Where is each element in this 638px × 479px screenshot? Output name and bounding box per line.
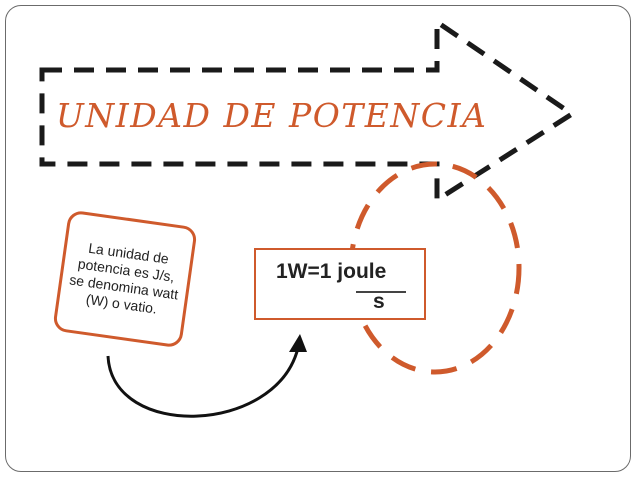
page-title: UNIDAD DE POTENCIA bbox=[56, 96, 488, 135]
explanation-text: La unidad de potencia es J/s, se denomin… bbox=[68, 239, 180, 317]
explanation-note: La unidad de potencia es J/s, se denomin… bbox=[52, 209, 198, 349]
dashed-arrow-shape bbox=[39, 17, 577, 205]
fraction-bar bbox=[356, 291, 406, 293]
formula-denominator: s bbox=[373, 290, 385, 313]
slide-frame bbox=[5, 5, 631, 472]
formula-numerator: 1W=1 joule bbox=[276, 260, 387, 283]
formula-box: 1W=1 joule s bbox=[254, 248, 426, 320]
curved-arrow-head bbox=[289, 334, 307, 352]
curved-arrow-line bbox=[106, 347, 300, 418]
